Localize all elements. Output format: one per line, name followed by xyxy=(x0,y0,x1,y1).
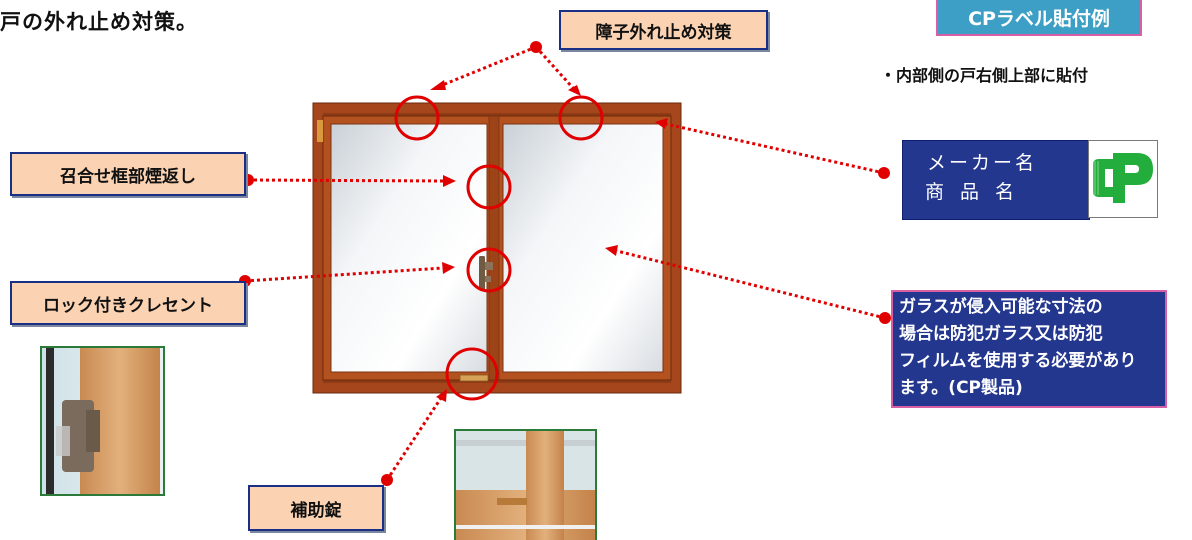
glass-note-line-1: ガラスが侵入可能な寸法の xyxy=(899,297,1103,317)
aux-lock-icon xyxy=(459,374,489,382)
marker-circle-crescent xyxy=(466,247,512,293)
leader-top-right xyxy=(534,45,575,90)
maker-name-text: メーカー名 xyxy=(927,152,1038,174)
leader-glass-note xyxy=(616,249,886,320)
glass-note-box: ガラスが侵入可能な寸法の 場合は防犯ガラス又は防犯 フィルムを使用する必要があり… xyxy=(891,290,1167,408)
crescent-lock-photo xyxy=(40,346,165,496)
arrowhead xyxy=(443,175,456,187)
right-glass xyxy=(502,123,664,373)
marker-circle-aux-lock xyxy=(445,347,499,401)
arrowhead xyxy=(605,245,618,256)
glass-note-line-3: フィルムを使用する必要があり xyxy=(899,351,1137,371)
cp-label-note: ・内部側の戸右側上部に貼付 xyxy=(880,66,1089,85)
arrowhead xyxy=(436,389,447,402)
cp-mark-icon xyxy=(1088,140,1158,218)
marker-circle-top-right xyxy=(558,95,604,141)
arrowhead xyxy=(655,118,668,129)
glass-note-line-4: ます。(CP製品) xyxy=(899,378,1023,398)
leader-aux-lock xyxy=(385,397,443,481)
arrowhead xyxy=(442,262,455,274)
glass-note-line-2: 場合は防犯ガラス又は防犯 xyxy=(899,324,1103,344)
cp-label-header: CPラベル貼付例 xyxy=(936,0,1142,36)
marker-circle-meeting-rail xyxy=(466,164,512,210)
callout-crescent-lock: ロック付きクレセント xyxy=(10,281,246,325)
product-name-text: 商品名 xyxy=(925,181,1031,203)
leader-meeting-rail xyxy=(247,178,445,183)
page-title: 戸の外れ止め対策。 xyxy=(0,10,198,34)
left-glass xyxy=(330,123,488,373)
leader-top-left xyxy=(439,45,537,88)
marker-circle-top-left xyxy=(394,95,440,141)
callout-meeting-rail: 召合せ框部煙返し xyxy=(10,152,246,196)
callout-aux-lock: 補助錠 xyxy=(248,485,384,531)
cp-label-box: メーカー名 商品名 xyxy=(902,140,1090,220)
crescent-lock-icon xyxy=(479,256,493,290)
window-frame xyxy=(312,102,682,394)
leader-cp-label xyxy=(665,122,885,175)
callout-shoji-hazure: 障子外れ止め対策 xyxy=(559,10,768,50)
arrowhead xyxy=(430,80,446,90)
arrowhead xyxy=(568,85,581,96)
aux-lock-photo xyxy=(454,429,597,540)
